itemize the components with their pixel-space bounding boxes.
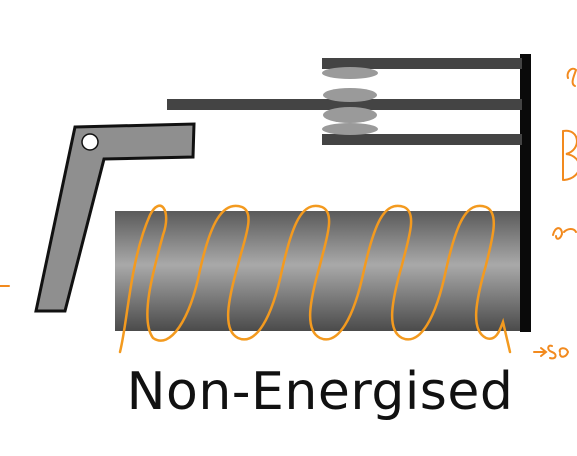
handwritten-annotations: [0, 67, 577, 360]
annotation-word-fragment: [552, 227, 577, 240]
state-caption: Non-Energised: [126, 362, 514, 422]
armature-pivot: [81, 133, 99, 151]
armature-lever: [34, 122, 196, 313]
coil-winding: [118, 204, 512, 354]
moving-contact-bottom: [323, 107, 377, 123]
upper-fixed-contact: [322, 67, 378, 79]
annotation-squiggle-top: [566, 67, 577, 87]
lower-fixed-contact: [322, 123, 378, 135]
lower-contact-spring: [322, 134, 522, 145]
annotation-arrow-bottom: [533, 344, 570, 360]
moving-contact-spring: [167, 99, 522, 110]
moving-contact-top: [323, 88, 377, 102]
relay-frame: [520, 54, 531, 332]
upper-contact-spring: [322, 58, 522, 69]
annotation-letter-b: [562, 129, 577, 181]
